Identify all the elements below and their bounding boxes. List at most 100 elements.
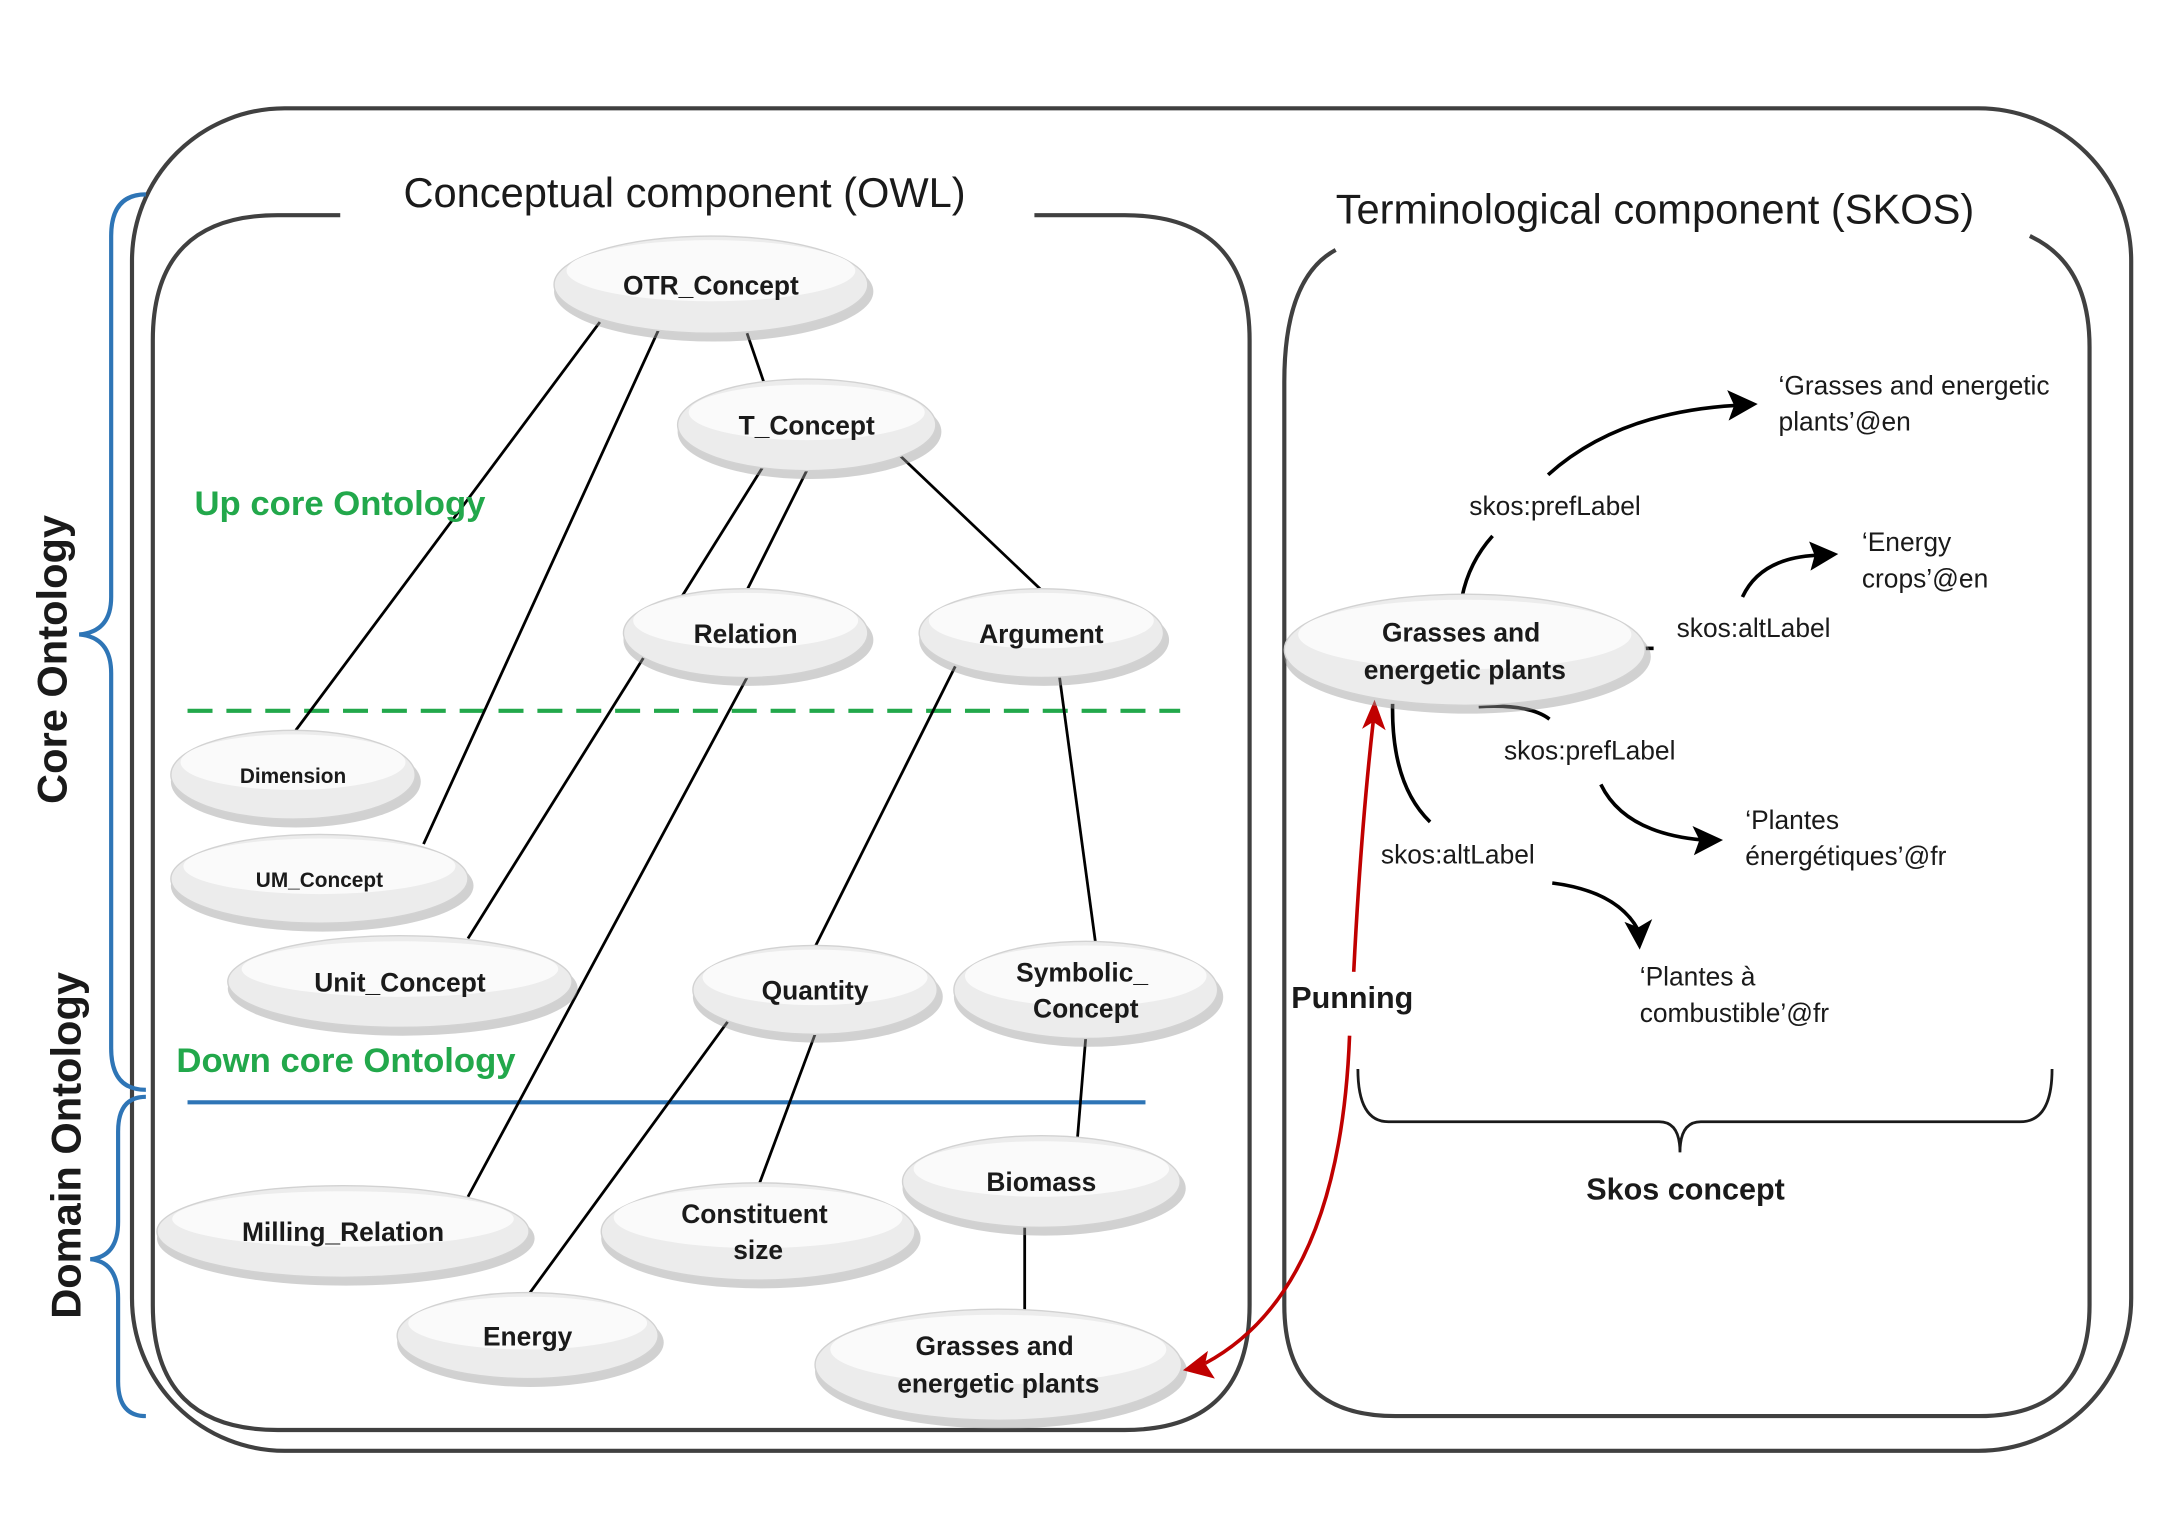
- skos-concept-label: Skos concept: [1586, 1173, 1785, 1207]
- literal-line: crops’@en: [1862, 563, 1988, 593]
- terminological-component-frame: [1282, 234, 2092, 1419]
- literal-line: combustible’@fr: [1640, 998, 1830, 1028]
- edge-quantity-energy: [527, 1020, 729, 1295]
- domain-ontology-brace: [90, 1094, 146, 1419]
- up-core-ontology-label: Up core Ontology: [194, 485, 486, 523]
- conceptual-component-title: Conceptual component (OWL): [403, 169, 965, 216]
- alt-label-en-literal: ‘Energy crops’@en: [1862, 527, 1988, 593]
- node-highlight: [688, 384, 925, 441]
- literal-line: plants’@en: [1779, 406, 1911, 436]
- node-label: Symbolic_ Concept: [1016, 958, 1155, 1024]
- node-label-line: Constituent: [681, 1199, 828, 1229]
- node-label: Argument: [979, 619, 1104, 649]
- down-core-ontology-label: Down core Ontology: [176, 1042, 516, 1080]
- node-label: Constituent size: [681, 1199, 835, 1265]
- outer-frame: [129, 106, 2134, 1453]
- arrowhead-icon: [1624, 919, 1653, 950]
- node-label: Dimension: [240, 765, 346, 788]
- alt-label-en-relation: skos:altLabel: [1677, 613, 1831, 643]
- node-highlight: [613, 1187, 903, 1249]
- alt-label-fr-stub: [1390, 703, 1432, 824]
- edge-argument-quantity: [813, 665, 957, 948]
- node-um-concept: UM_Concept: [170, 833, 474, 932]
- alt-label-en-arrow: [1740, 553, 1817, 598]
- node-label: Energy: [483, 1321, 573, 1351]
- node-label: Unit_Concept: [314, 967, 486, 997]
- literal-line: ‘Energy: [1862, 527, 1952, 557]
- edge-relation-milling-relation: [466, 676, 749, 1198]
- terminological-component-title: Terminological component (SKOS): [1336, 186, 1975, 233]
- arrowhead-icon: [1692, 826, 1724, 856]
- arrowhead-icon: [1182, 1350, 1215, 1379]
- edge-argument-symbolic-concept: [1058, 675, 1097, 943]
- node-label-line: Concept: [1033, 994, 1139, 1024]
- skos-relations: [1390, 390, 1839, 950]
- node-energy: Energy: [396, 1291, 664, 1387]
- node-grasses-and-energetic-plants-owl: Grasses and energetic plants: [814, 1308, 1188, 1429]
- node-unit-concept: Unit_Concept: [227, 935, 578, 1036]
- node-constituent-size: Constituent size: [600, 1182, 921, 1289]
- arrowhead-icon: [1727, 390, 1758, 421]
- pref-label-en-relation: skos:prefLabel: [1469, 491, 1640, 521]
- pref-label-en-arrow: [1546, 403, 1736, 477]
- edge-otr-dimension: [294, 321, 601, 732]
- node-label: T_Concept: [739, 411, 875, 441]
- edge-symbolic-concept-biomass: [1076, 1036, 1088, 1139]
- literal-line: ‘Plantes: [1745, 805, 1839, 835]
- arrowhead-icon: [1362, 699, 1386, 731]
- node-highlight: [702, 949, 928, 1006]
- node-relation: Relation: [622, 587, 874, 686]
- node-quantity: Quantity: [692, 944, 943, 1043]
- alt-label-fr-literal: ‘Plantes à combustible’@fr: [1640, 962, 1830, 1028]
- pref-label-fr-stub: [1478, 704, 1551, 721]
- node-highlight: [408, 1296, 648, 1350]
- node-highlight: [172, 1191, 514, 1247]
- pref-label-fr-relation: skos:prefLabel: [1504, 735, 1675, 765]
- domain-ontology-label: Domain Ontology: [43, 972, 90, 1319]
- node-symbolic-concept: Symbolic_ Concept: [953, 940, 1224, 1047]
- node-label: OTR_Concept: [623, 270, 799, 300]
- pref-label-en-literal: ‘Grasses and energetic plants’@en: [1779, 370, 2057, 436]
- node-highlight: [633, 592, 859, 649]
- node-highlight: [830, 1314, 1167, 1385]
- node-label: UM_Concept: [256, 869, 383, 892]
- core-ontology-brace: [78, 192, 146, 1092]
- node-label: Quantity: [762, 976, 869, 1006]
- node-highlight: [566, 240, 856, 302]
- conceptual-component-frame: [150, 213, 1252, 1433]
- alt-label-fr-arrow: [1552, 881, 1640, 932]
- owl-edges: [294, 321, 1097, 1312]
- node-biomass: Biomass: [901, 1134, 1186, 1236]
- punning-arrow: [1182, 699, 1386, 1379]
- node-otr-concept: OTR_Concept: [553, 235, 874, 342]
- edge-t-concept-unit-concept: [466, 467, 764, 940]
- node-dimension: Dimension: [170, 729, 421, 828]
- node-highlight: [928, 592, 1154, 649]
- pref-label-fr-arrow: [1599, 783, 1703, 842]
- node-label-line: energetic plants: [1364, 655, 1566, 685]
- edge-t-concept-argument: [898, 454, 1043, 592]
- literal-line: énergétiques’@fr: [1745, 841, 1946, 871]
- core-ontology-label: Core Ontology: [29, 515, 76, 804]
- node-label: Relation: [694, 619, 798, 649]
- node-grasses-and-energetic-plants-skos: Grasses and energetic plants: [1283, 593, 1651, 714]
- node-label-line: Grasses and: [1382, 617, 1540, 647]
- node-label: Grasses and energetic plants: [1364, 617, 1566, 684]
- arrowhead-icon: [1809, 541, 1839, 571]
- literal-line: ‘Plantes à: [1640, 962, 1756, 992]
- edge-t-concept-relation: [745, 467, 810, 591]
- punning-arrow-upper: [1351, 721, 1375, 972]
- node-highlight: [1298, 599, 1632, 670]
- alt-label-fr-relation: skos:altLabel: [1381, 840, 1535, 870]
- node-label-line: Grasses and: [916, 1331, 1074, 1361]
- literal-line: ‘Grasses and energetic: [1779, 370, 2050, 400]
- node-label: Milling_Relation: [242, 1217, 444, 1247]
- node-highlight: [913, 1141, 1170, 1197]
- node-highlight: [964, 945, 1207, 1007]
- pref-label-fr-literal: ‘Plantes énergétiques’@fr: [1745, 805, 1946, 871]
- node-highlight: [183, 838, 456, 895]
- node-label-line: size: [733, 1235, 783, 1265]
- edge-otr-t-concept: [745, 332, 765, 383]
- node-label-line: energetic plants: [897, 1368, 1099, 1398]
